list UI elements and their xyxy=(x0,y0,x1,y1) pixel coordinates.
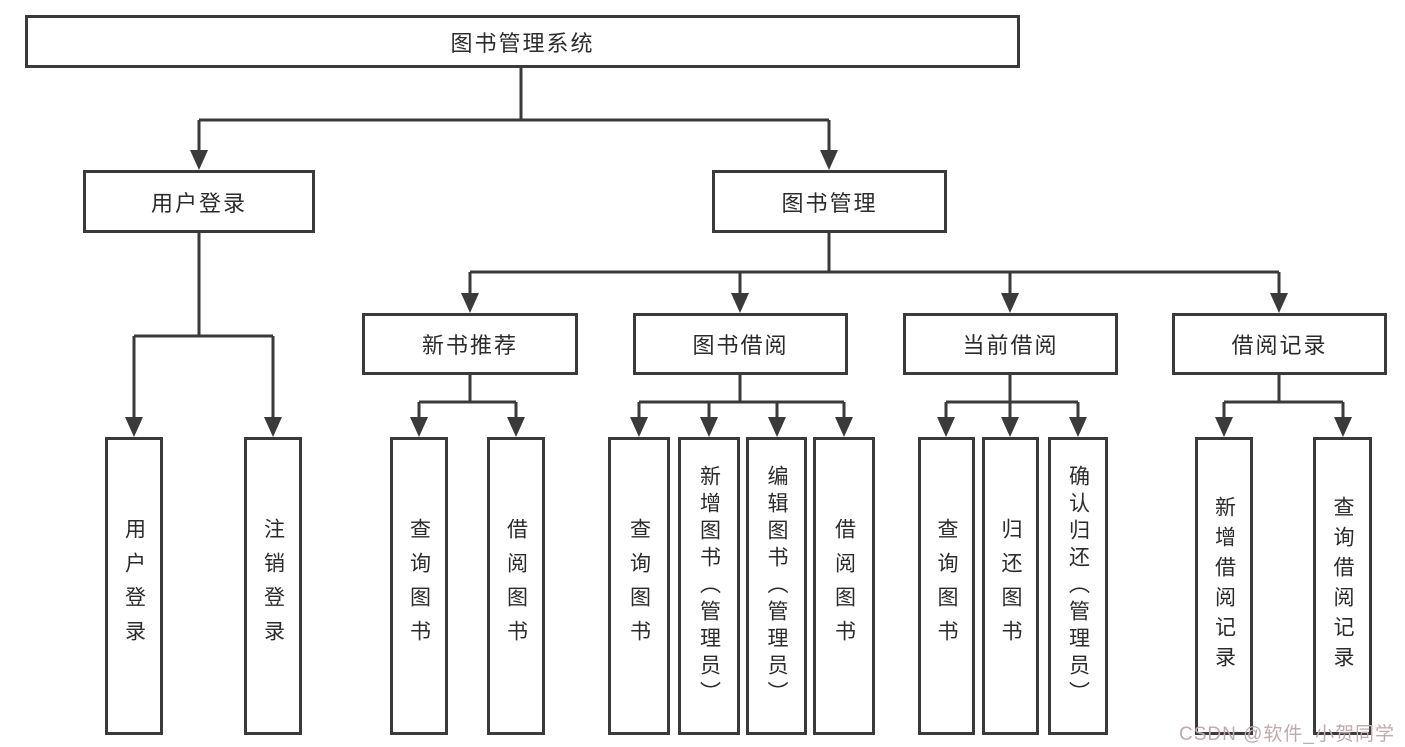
arrowhead xyxy=(1069,417,1087,437)
node-label: 图书管理 xyxy=(781,190,878,216)
arrowhead xyxy=(1270,293,1288,313)
connector-book-borrow xyxy=(630,375,853,437)
node-current-borrow: 当前借阅 xyxy=(903,313,1118,375)
leaf-borrow-books: 借阅图书 xyxy=(813,437,875,735)
connector-root xyxy=(190,68,838,170)
arrowhead xyxy=(1001,293,1019,313)
leaf-user-login: 用户登录 xyxy=(105,437,163,735)
leaf-edit-books-admin: 编辑图书（管理员） xyxy=(746,437,807,735)
arrowhead xyxy=(461,293,479,313)
arrowhead xyxy=(1215,417,1233,437)
arrowhead xyxy=(125,417,143,437)
leaf-label: 查询图书 xyxy=(935,518,958,654)
leaf-label: 借阅图书 xyxy=(504,518,528,654)
watermark: CSDN @软件_小贺同学 xyxy=(1179,724,1395,745)
node-label: 图书借阅 xyxy=(692,333,789,358)
node-borrow-record: 借阅记录 xyxy=(1172,313,1387,375)
leaf-confirm-return-admin: 确认归还（管理员） xyxy=(1048,437,1108,735)
node-label: 新书推荐 xyxy=(421,333,518,358)
leaf-logout: 注销登录 xyxy=(244,437,302,735)
leaf-label: 查询借阅记录 xyxy=(1331,496,1354,676)
connector-user-login xyxy=(125,233,282,437)
leaf-label: 归还图书 xyxy=(999,518,1022,654)
connector-current-borrow xyxy=(937,375,1087,437)
leaf-query-books-recommend: 查询图书 xyxy=(390,437,448,735)
leaf-query-borrow-record: 查询借阅记录 xyxy=(1313,437,1372,735)
arrowhead xyxy=(768,417,786,437)
connector-new-book-recommend xyxy=(410,375,525,437)
leaf-label: 查询图书 xyxy=(407,518,431,654)
leaf-label: 新增借阅记录 xyxy=(1212,496,1236,676)
leaf-add-books-admin: 新增图书（管理员） xyxy=(678,437,740,735)
leaf-query-books-current: 查询图书 xyxy=(918,437,975,735)
leaf-return-books: 归还图书 xyxy=(982,437,1039,735)
node-book-borrow: 图书借阅 xyxy=(633,313,848,375)
leaf-add-borrow-record: 新增借阅记录 xyxy=(1195,437,1253,735)
arrowhead xyxy=(1334,417,1352,437)
node-book-management: 图书管理 xyxy=(712,170,947,233)
arrowhead xyxy=(190,150,208,170)
arrowhead xyxy=(264,417,282,437)
arrowhead xyxy=(1001,417,1019,437)
node-label: 借阅记录 xyxy=(1231,333,1328,358)
leaf-label: 新增图书（管理员） xyxy=(697,464,721,708)
leaf-label: 确认归还（管理员） xyxy=(1066,464,1090,708)
leaf-label: 注销登录 xyxy=(261,518,285,654)
connector-borrow-record xyxy=(1215,375,1352,437)
leaf-label: 借阅图书 xyxy=(832,518,856,654)
arrowhead xyxy=(731,293,749,313)
leaf-label: 查询图书 xyxy=(627,518,651,654)
arrowhead xyxy=(410,417,428,437)
leaf-label: 用户登录 xyxy=(122,518,146,654)
arrowhead xyxy=(820,150,838,170)
node-new-book-recommend: 新书推荐 xyxy=(362,313,578,375)
node-user-login: 用户登录 xyxy=(83,170,315,233)
arrowhead xyxy=(700,417,718,437)
arrowhead xyxy=(630,417,648,437)
arrowhead xyxy=(835,417,853,437)
leaf-query-books: 查询图书 xyxy=(608,437,670,735)
node-label: 图书管理系统 xyxy=(450,30,595,56)
node-label: 当前借阅 xyxy=(962,333,1059,358)
connector-book-management xyxy=(461,233,1288,313)
arrowhead xyxy=(937,417,955,437)
node-label: 用户登录 xyxy=(150,190,247,216)
leaf-borrow-books-recommend: 借阅图书 xyxy=(487,437,545,735)
arrowhead xyxy=(507,417,525,437)
node-library-system: 图书管理系统 xyxy=(25,15,1020,68)
leaf-label: 编辑图书（管理员） xyxy=(765,464,788,708)
